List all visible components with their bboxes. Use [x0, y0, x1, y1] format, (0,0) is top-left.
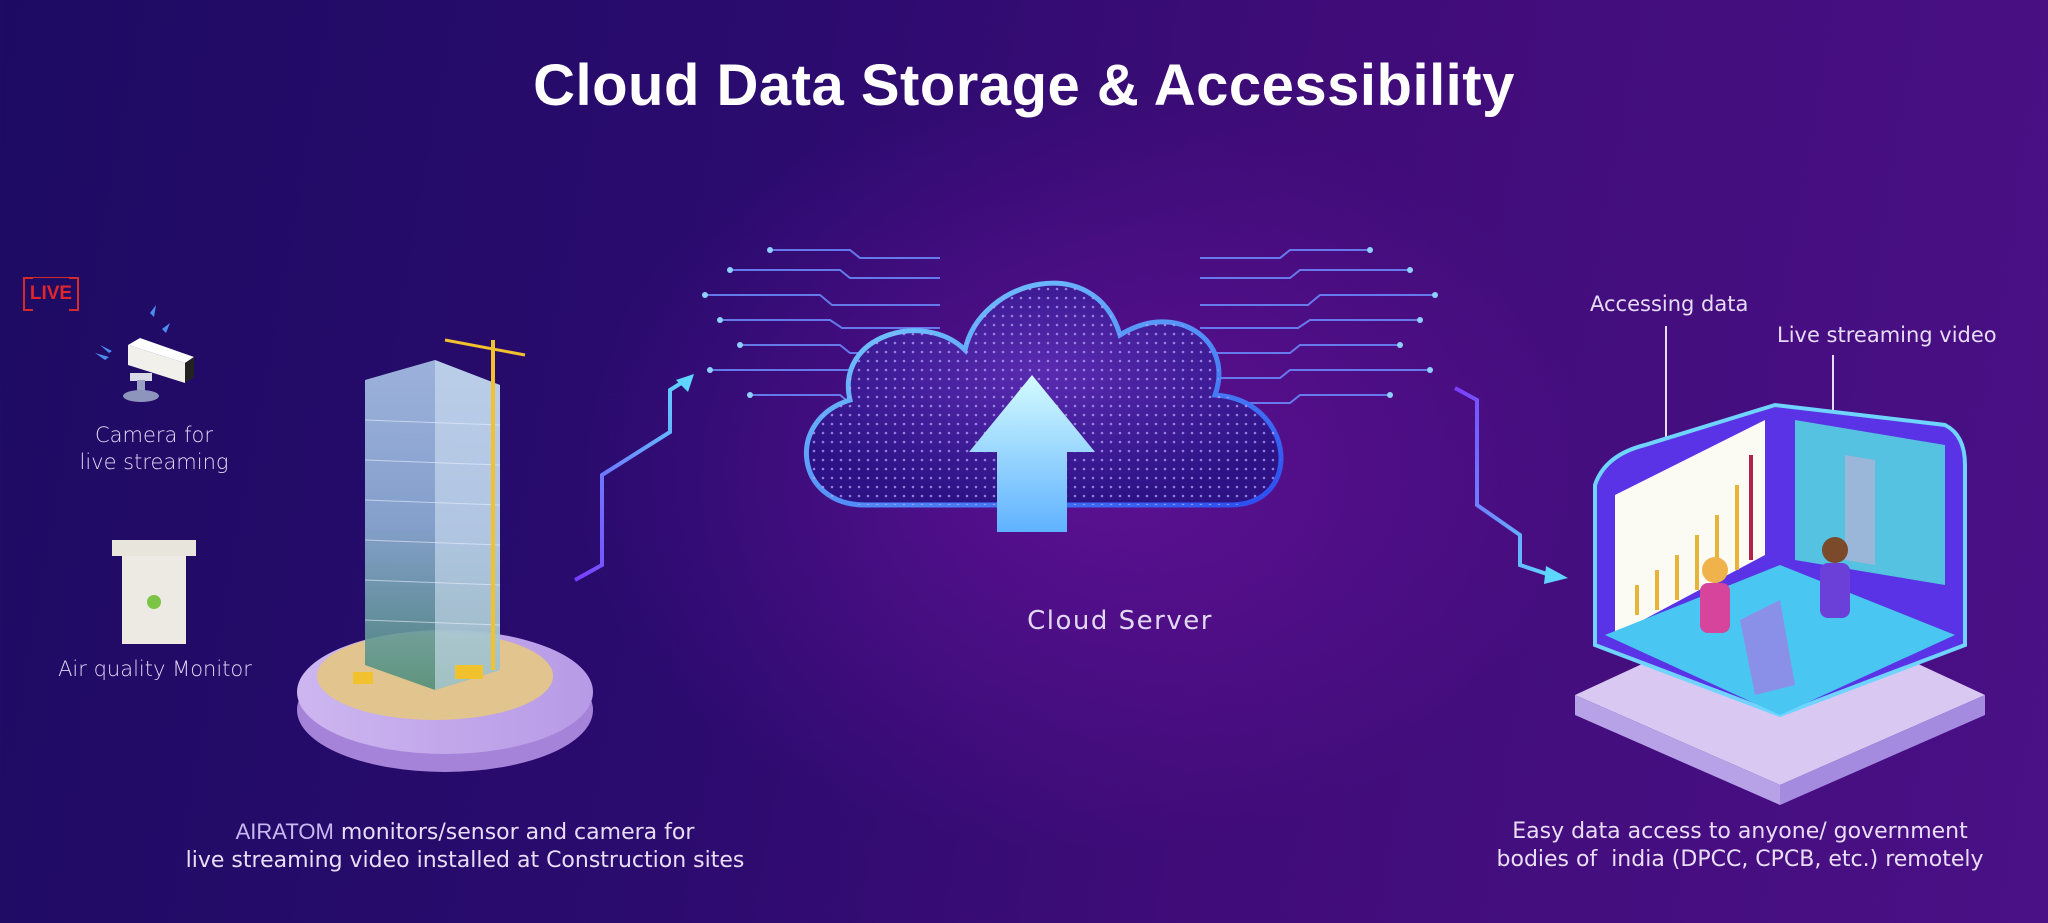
cctv-camera-icon [95, 305, 194, 402]
cloud-server-icon [803, 280, 1284, 532]
accessing-data-label: Accessing data [1590, 292, 1749, 316]
construction-building-illustration [297, 338, 593, 772]
air-quality-monitor-icon [112, 540, 196, 644]
camera-label: Camera for live streaming [44, 422, 264, 476]
page-title: Cloud Data Storage & Accessibility [533, 53, 1515, 118]
right-caption: Easy data access to anyone/ government b… [1410, 818, 2048, 874]
right-caption-line1: Easy data access to anyone/ government [1512, 819, 1968, 844]
workstation-illustration [1575, 402, 1985, 805]
left-caption-line1-text: monitors/sensor and camera for [333, 820, 695, 845]
upload-arrow-left-icon [574, 374, 694, 582]
left-caption: AIRATOM monitors/sensor and camera for l… [100, 818, 830, 875]
cloud-server-label: Cloud Server [1027, 606, 1213, 636]
airatom-brand: AIRATOM [235, 819, 334, 844]
left-caption-line1: AIRATOM monitors/sensor and camera for [100, 818, 830, 847]
live-badge: LIVE [23, 277, 79, 312]
live-badge-text: LIVE [29, 283, 73, 304]
live-streaming-video-label: Live streaming video [1777, 323, 1997, 347]
accessing-data-pointer [1665, 326, 1667, 446]
left-caption-line2: live streaming video installed at Constr… [185, 848, 745, 873]
air-monitor-label: Air quality Monitor [58, 657, 252, 681]
right-caption-line2: bodies of india (DPCC, CPCB, etc.) remot… [1496, 847, 1984, 872]
download-arrow-right-icon [1454, 386, 1568, 584]
camera-label-line2: live streaming [79, 450, 229, 474]
camera-label-line1: Camera for [95, 423, 213, 447]
live-streaming-pointer [1832, 355, 1834, 447]
